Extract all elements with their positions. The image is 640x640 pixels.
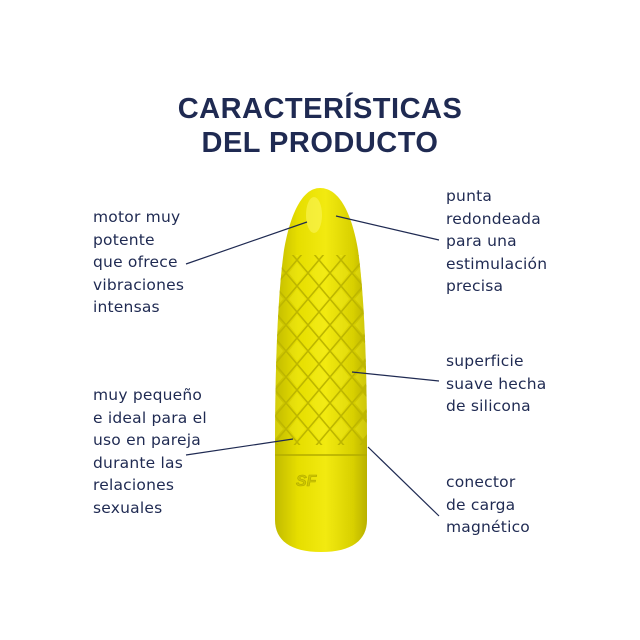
callout-line-tip [335,215,440,241]
feature-motor: motor muy potente que ofrece vibraciones… [93,208,185,316]
page-title: CARACTERÍSTICAS DEL PRODUCTO [0,92,640,160]
feature-magnetic-connector: conector de carga magnético [446,473,530,536]
title-line-2: DEL PRODUCTO [201,127,439,159]
callout-line-small [185,438,294,456]
product-base [275,455,367,552]
brand-logo: SF [296,473,318,490]
feature-rounded-tip: punta redondeada para una estimulación p… [446,187,548,295]
callout-line-connector [367,446,440,517]
feature-small-size: muy pequeño e ideal para el uso en parej… [93,386,207,517]
callout-line-surface [351,371,440,382]
tip-highlight [306,197,322,233]
callout-line-motor [185,221,308,265]
quilted-surface [275,255,367,445]
title-line-1: CARACTERÍSTICAS [177,93,463,125]
feature-silicone-surface: superficie suave hecha de silicona [446,352,547,415]
